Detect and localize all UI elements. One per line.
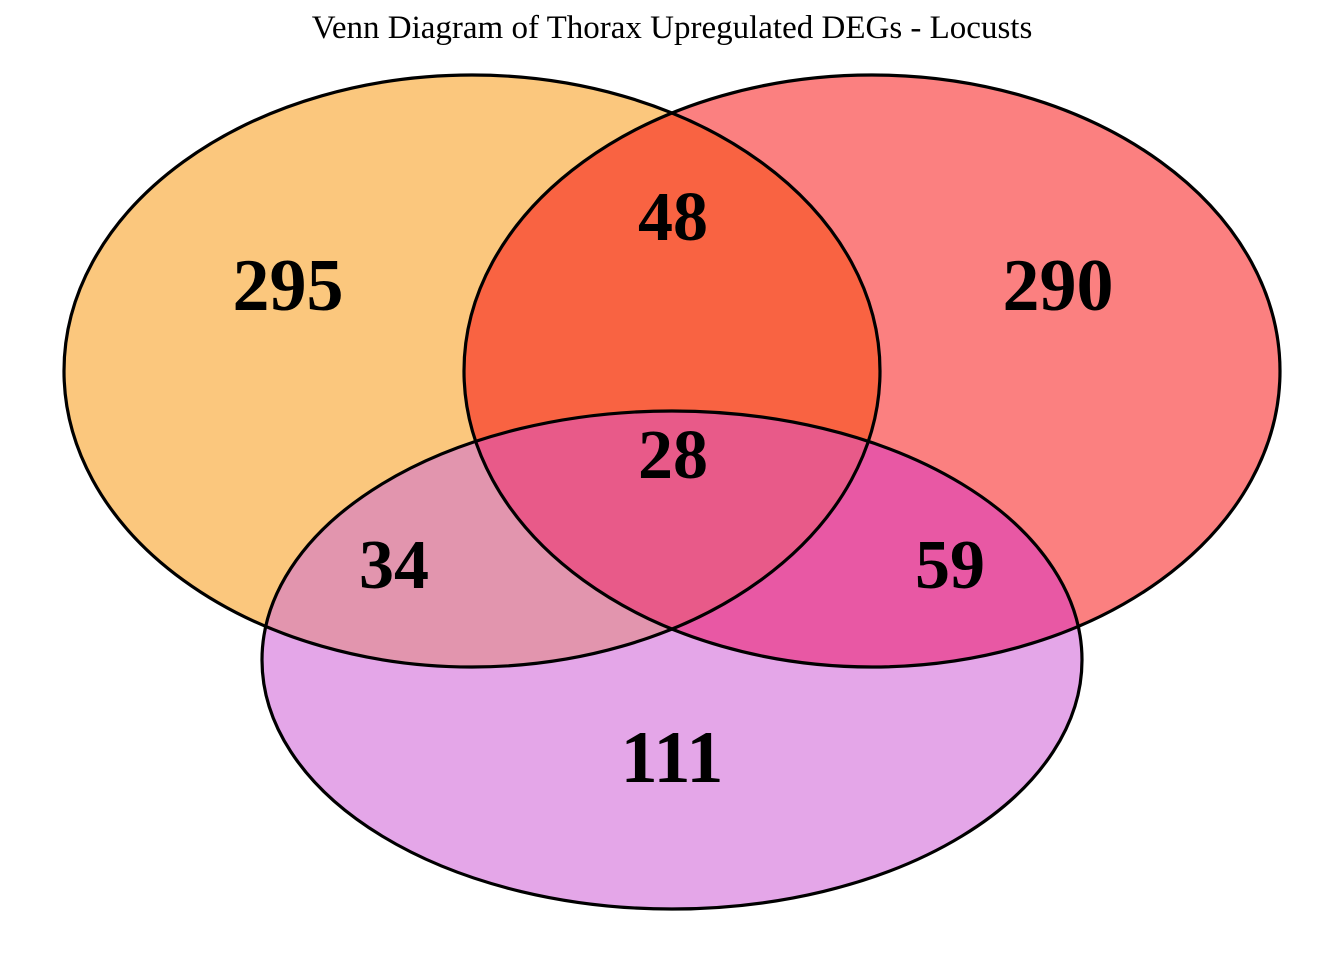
count-label-b-only: 290 [1003, 245, 1114, 327]
count-label-a-and-b: 48 [638, 179, 708, 256]
set-a-outline [62, 73, 882, 669]
count-label-b-and-c: 59 [915, 527, 985, 604]
set-c-outline [260, 409, 1084, 911]
set-b-outline [462, 73, 1282, 669]
page-title: Venn Diagram of Thorax Upregulated DEGs … [311, 10, 1033, 46]
count-label-a-only: 295 [233, 245, 344, 327]
venn-count-labels: 295 290 111 48 34 59 28 [233, 179, 1114, 799]
count-label-a-and-b-and-c: 28 [638, 417, 708, 494]
count-label-a-and-c: 34 [359, 527, 429, 604]
venn-outlines [62, 73, 1282, 911]
count-label-c-only: 111 [621, 717, 724, 799]
venn-regions [64, 75, 1280, 909]
